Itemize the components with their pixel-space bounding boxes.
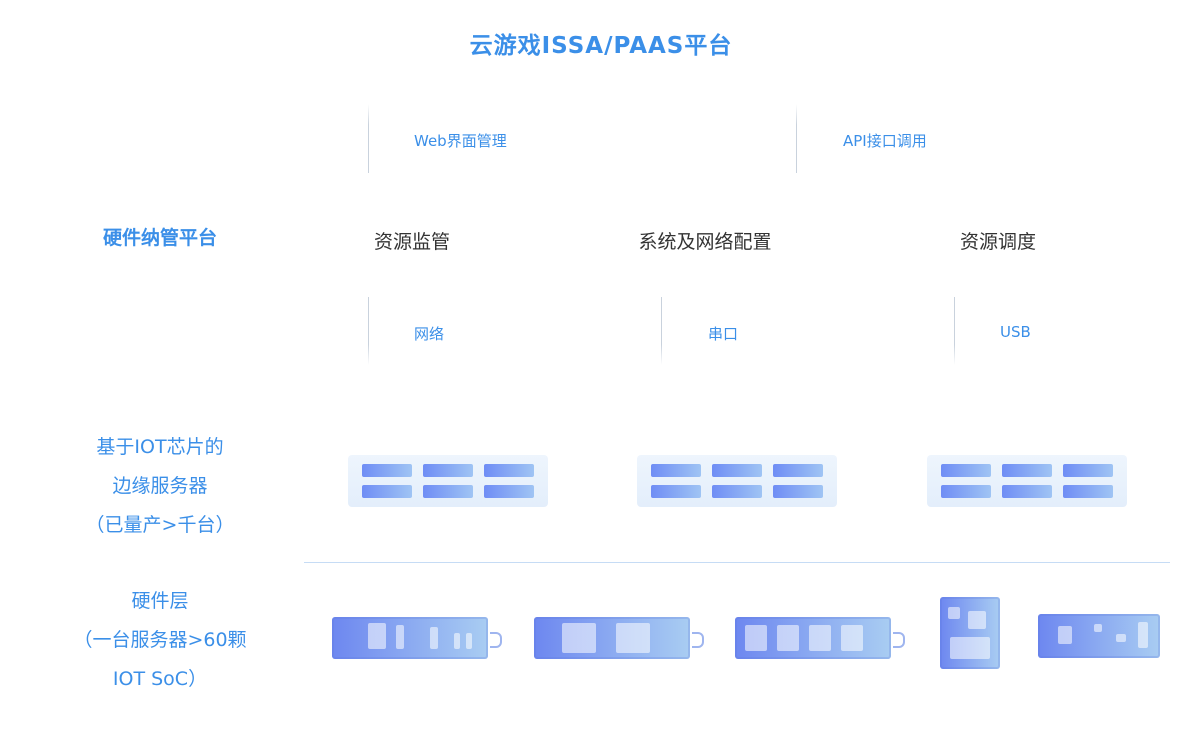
edge-layer-label: 基于IOT芯片的 边缘服务器 （已量产>千台） bbox=[40, 428, 280, 545]
diagram-title: 云游戏ISSA/PAAS平台 bbox=[469, 33, 733, 59]
function-system-network-config: 系统及网络配置 bbox=[638, 231, 772, 253]
edge-label-line-3: （已量产>千台） bbox=[85, 514, 235, 536]
hardware-label-line-3: IOT SoC） bbox=[112, 668, 208, 690]
edge-label-line-1: 基于IOT芯片的 bbox=[96, 436, 224, 458]
connection-serial-label: 串口 bbox=[708, 325, 739, 343]
platform-layer-label: 硬件纳管平台 bbox=[102, 227, 217, 249]
iot-board-icon bbox=[735, 617, 905, 659]
iot-board-icon bbox=[534, 617, 704, 659]
serial-arrow-line bbox=[661, 297, 662, 365]
server-rack-icon bbox=[927, 455, 1127, 507]
connection-usb-label: USB bbox=[1000, 323, 1031, 341]
hardware-label-line-1: 硬件层 bbox=[131, 590, 189, 612]
server-rack-icon bbox=[348, 455, 548, 507]
iot-board-icon bbox=[940, 597, 1000, 669]
network-arrow-line bbox=[368, 297, 369, 365]
web-interface-label: Web界面管理 bbox=[414, 132, 507, 150]
server-rack-icon bbox=[637, 455, 837, 507]
api-interface-label: API接口调用 bbox=[843, 132, 927, 150]
web-arrow-line bbox=[368, 104, 369, 173]
iot-board-icon bbox=[1038, 614, 1160, 658]
iot-board-icon bbox=[332, 617, 502, 659]
function-resource-scheduling: 资源调度 bbox=[959, 231, 1036, 253]
hardware-layer-label: 硬件层 （一台服务器>60颗 IOT SoC） bbox=[40, 582, 280, 699]
usb-arrow-line bbox=[954, 297, 955, 365]
function-resource-monitor: 资源监管 bbox=[373, 231, 450, 253]
edge-label-line-2: 边缘服务器 bbox=[112, 475, 208, 497]
api-arrow-line bbox=[796, 104, 797, 173]
hardware-label-line-2: （一台服务器>60颗 bbox=[73, 629, 247, 651]
layer-divider bbox=[304, 562, 1170, 563]
connection-network-label: 网络 bbox=[414, 325, 445, 343]
